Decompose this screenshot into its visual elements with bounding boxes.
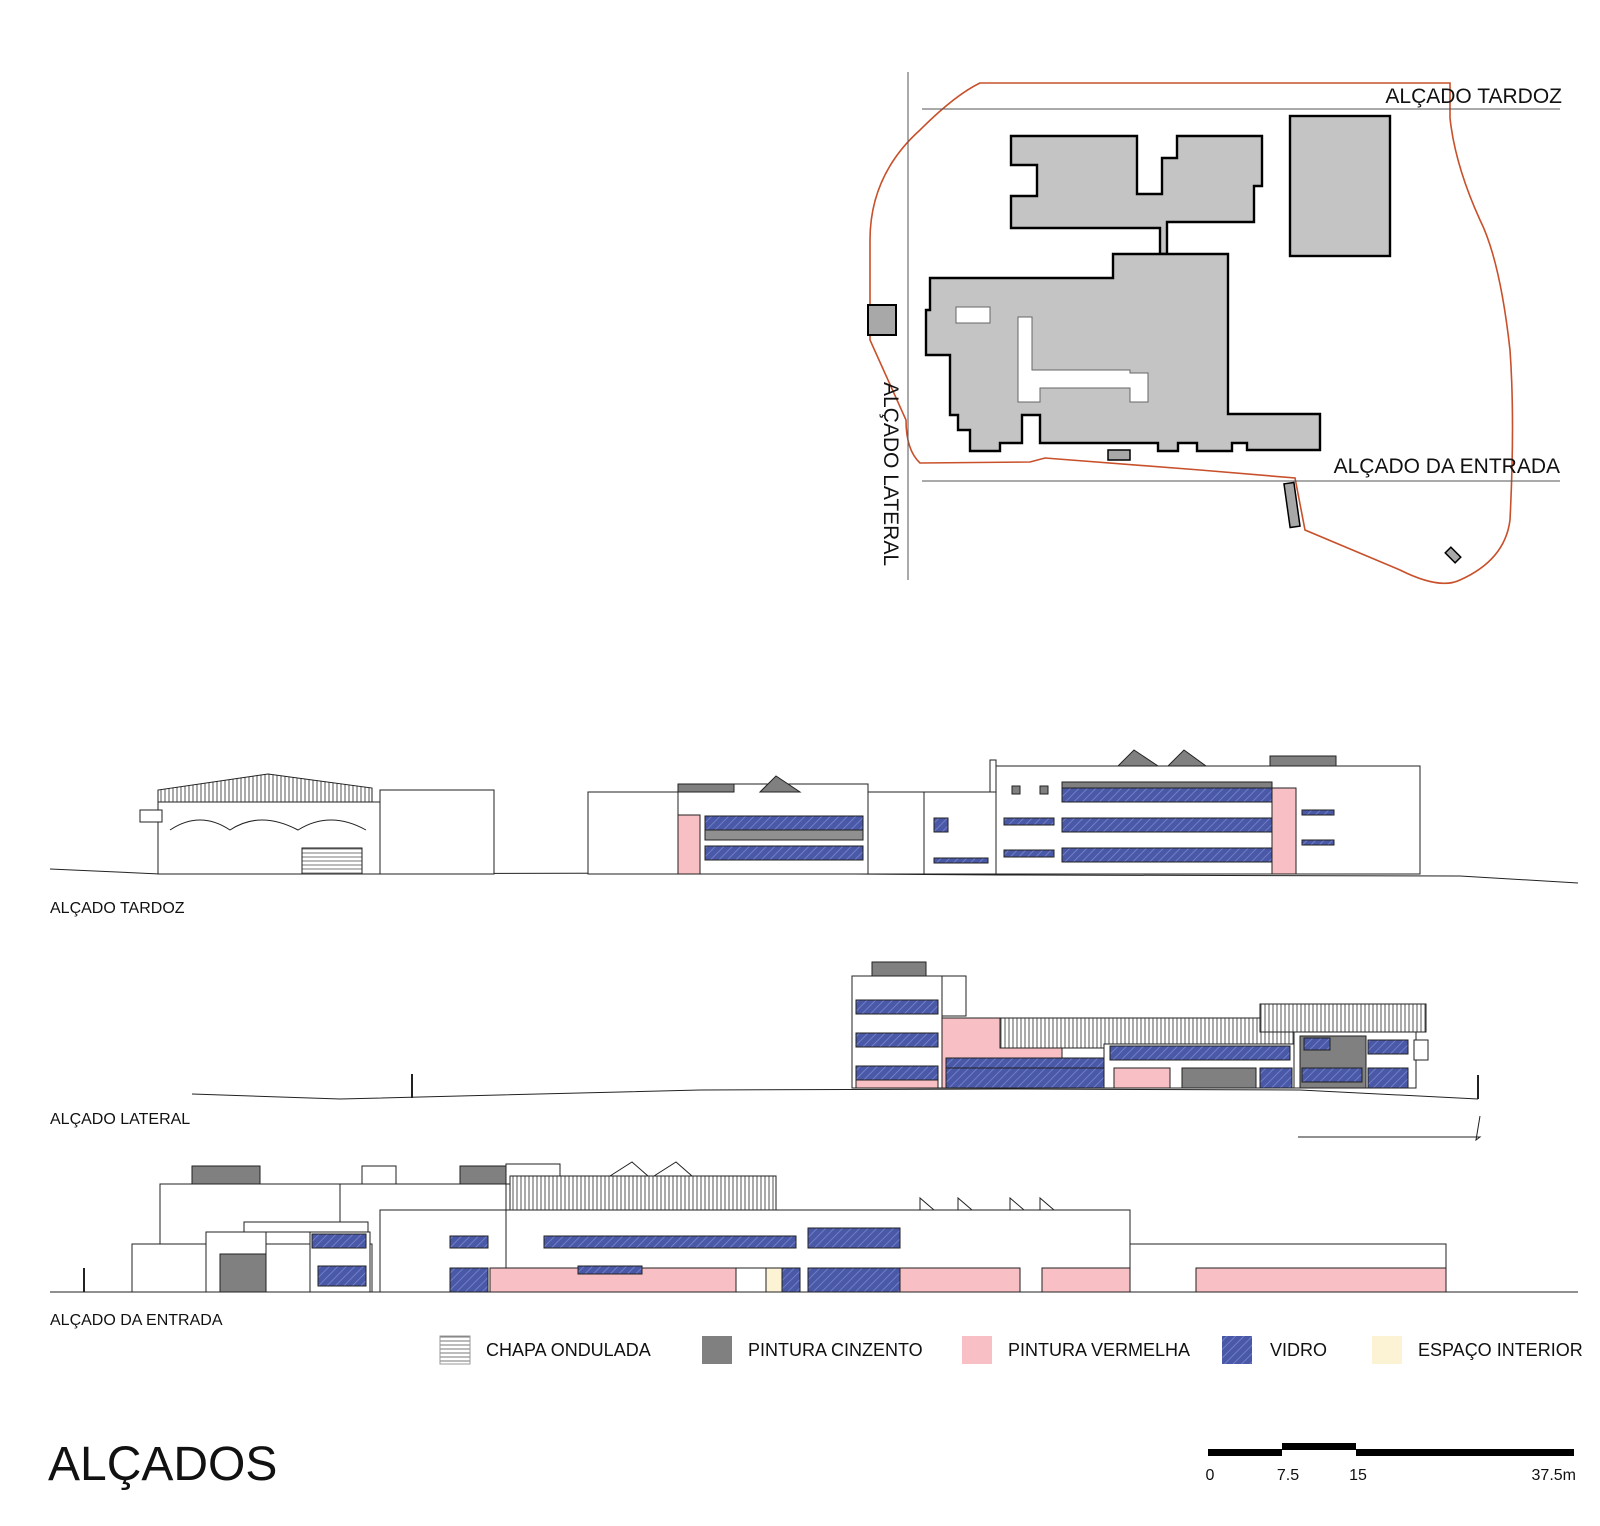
side-long-block [941, 1003, 1429, 1089]
legend-item-vermelha: PINTURA VERMELHA [962, 1336, 1190, 1364]
entrance-main-block [379, 1161, 1131, 1293]
courtyard-void [1017, 316, 1149, 403]
side-ground-line [191, 1088, 1479, 1100]
legend-item-chapa: CHAPA ONDULADA [439, 1335, 651, 1365]
small-void [955, 306, 991, 324]
legend-swatch-chapa [439, 1335, 471, 1365]
site-boundary [869, 82, 1514, 585]
rear-right-block [923, 749, 1421, 875]
legend-label-cinzento: PINTURA CINZENTO [748, 1340, 923, 1360]
legend-swatch-vidro [1222, 1336, 1252, 1364]
rear-middle-block [587, 775, 925, 875]
entrance-right-block [1129, 1243, 1447, 1293]
building-footprint-main [924, 252, 1322, 453]
legend-label-chapa: CHAPA ONDULADA [486, 1340, 651, 1360]
legend-swatch-interior [1372, 1336, 1402, 1364]
scale-bar: 0 7.5 15 37.5m [1206, 1443, 1576, 1484]
bike-shed [1283, 481, 1301, 529]
legend-label-interior: ESPAÇO INTERIOR [1418, 1340, 1583, 1360]
sheet-title: ALÇADOS [48, 1438, 277, 1491]
legend-item-cinzento: PINTURA CINZENTO [702, 1336, 923, 1364]
scale-tick-3: 37.5m [1532, 1467, 1576, 1484]
plan-label-entrance: ALÇADO DA ENTRADA [1334, 455, 1560, 478]
rear-elevation [49, 749, 1579, 884]
side-elevation-title: ALÇADO LATERAL [50, 1111, 190, 1128]
legend: CHAPA ONDULADA PINTURA CINZENTO PINTURA … [439, 1335, 1583, 1365]
side-tower [851, 961, 967, 1089]
small-structure [1444, 546, 1462, 564]
building-footprint-north [1009, 134, 1264, 256]
entrance-elevation-title: ALÇADO DA ENTRADA [50, 1312, 223, 1329]
entrance-kiosk [1107, 449, 1131, 461]
legend-label-vidro: VIDRO [1270, 1340, 1327, 1360]
legend-swatch-vermelha [962, 1336, 992, 1364]
legend-swatch-cinzento [702, 1336, 732, 1364]
side-elevation [191, 961, 1482, 1142]
plan-label-rear: ALÇADO TARDOZ [1385, 85, 1562, 108]
scale-tick-1: 7.5 [1277, 1467, 1299, 1484]
plan-label-side: ALÇADO LATERAL [879, 382, 902, 566]
rear-elevation-title: ALÇADO TARDOZ [50, 900, 185, 917]
legend-item-vidro: VIDRO [1222, 1336, 1327, 1364]
building-footprint-northeast [1288, 114, 1392, 258]
rear-warehouse [139, 773, 495, 875]
scale-tick-0: 0 [1206, 1467, 1215, 1484]
site-plan: ALÇADO TARDOZ ALÇADO DA ENTRADA ALÇADO L… [867, 72, 1562, 585]
scale-tick-2: 15 [1349, 1467, 1367, 1484]
gatehouse-footprint [867, 304, 897, 336]
entrance-elevation [50, 1161, 1578, 1293]
legend-label-vermelha: PINTURA VERMELHA [1008, 1340, 1190, 1360]
legend-item-interior: ESPAÇO INTERIOR [1372, 1336, 1583, 1364]
